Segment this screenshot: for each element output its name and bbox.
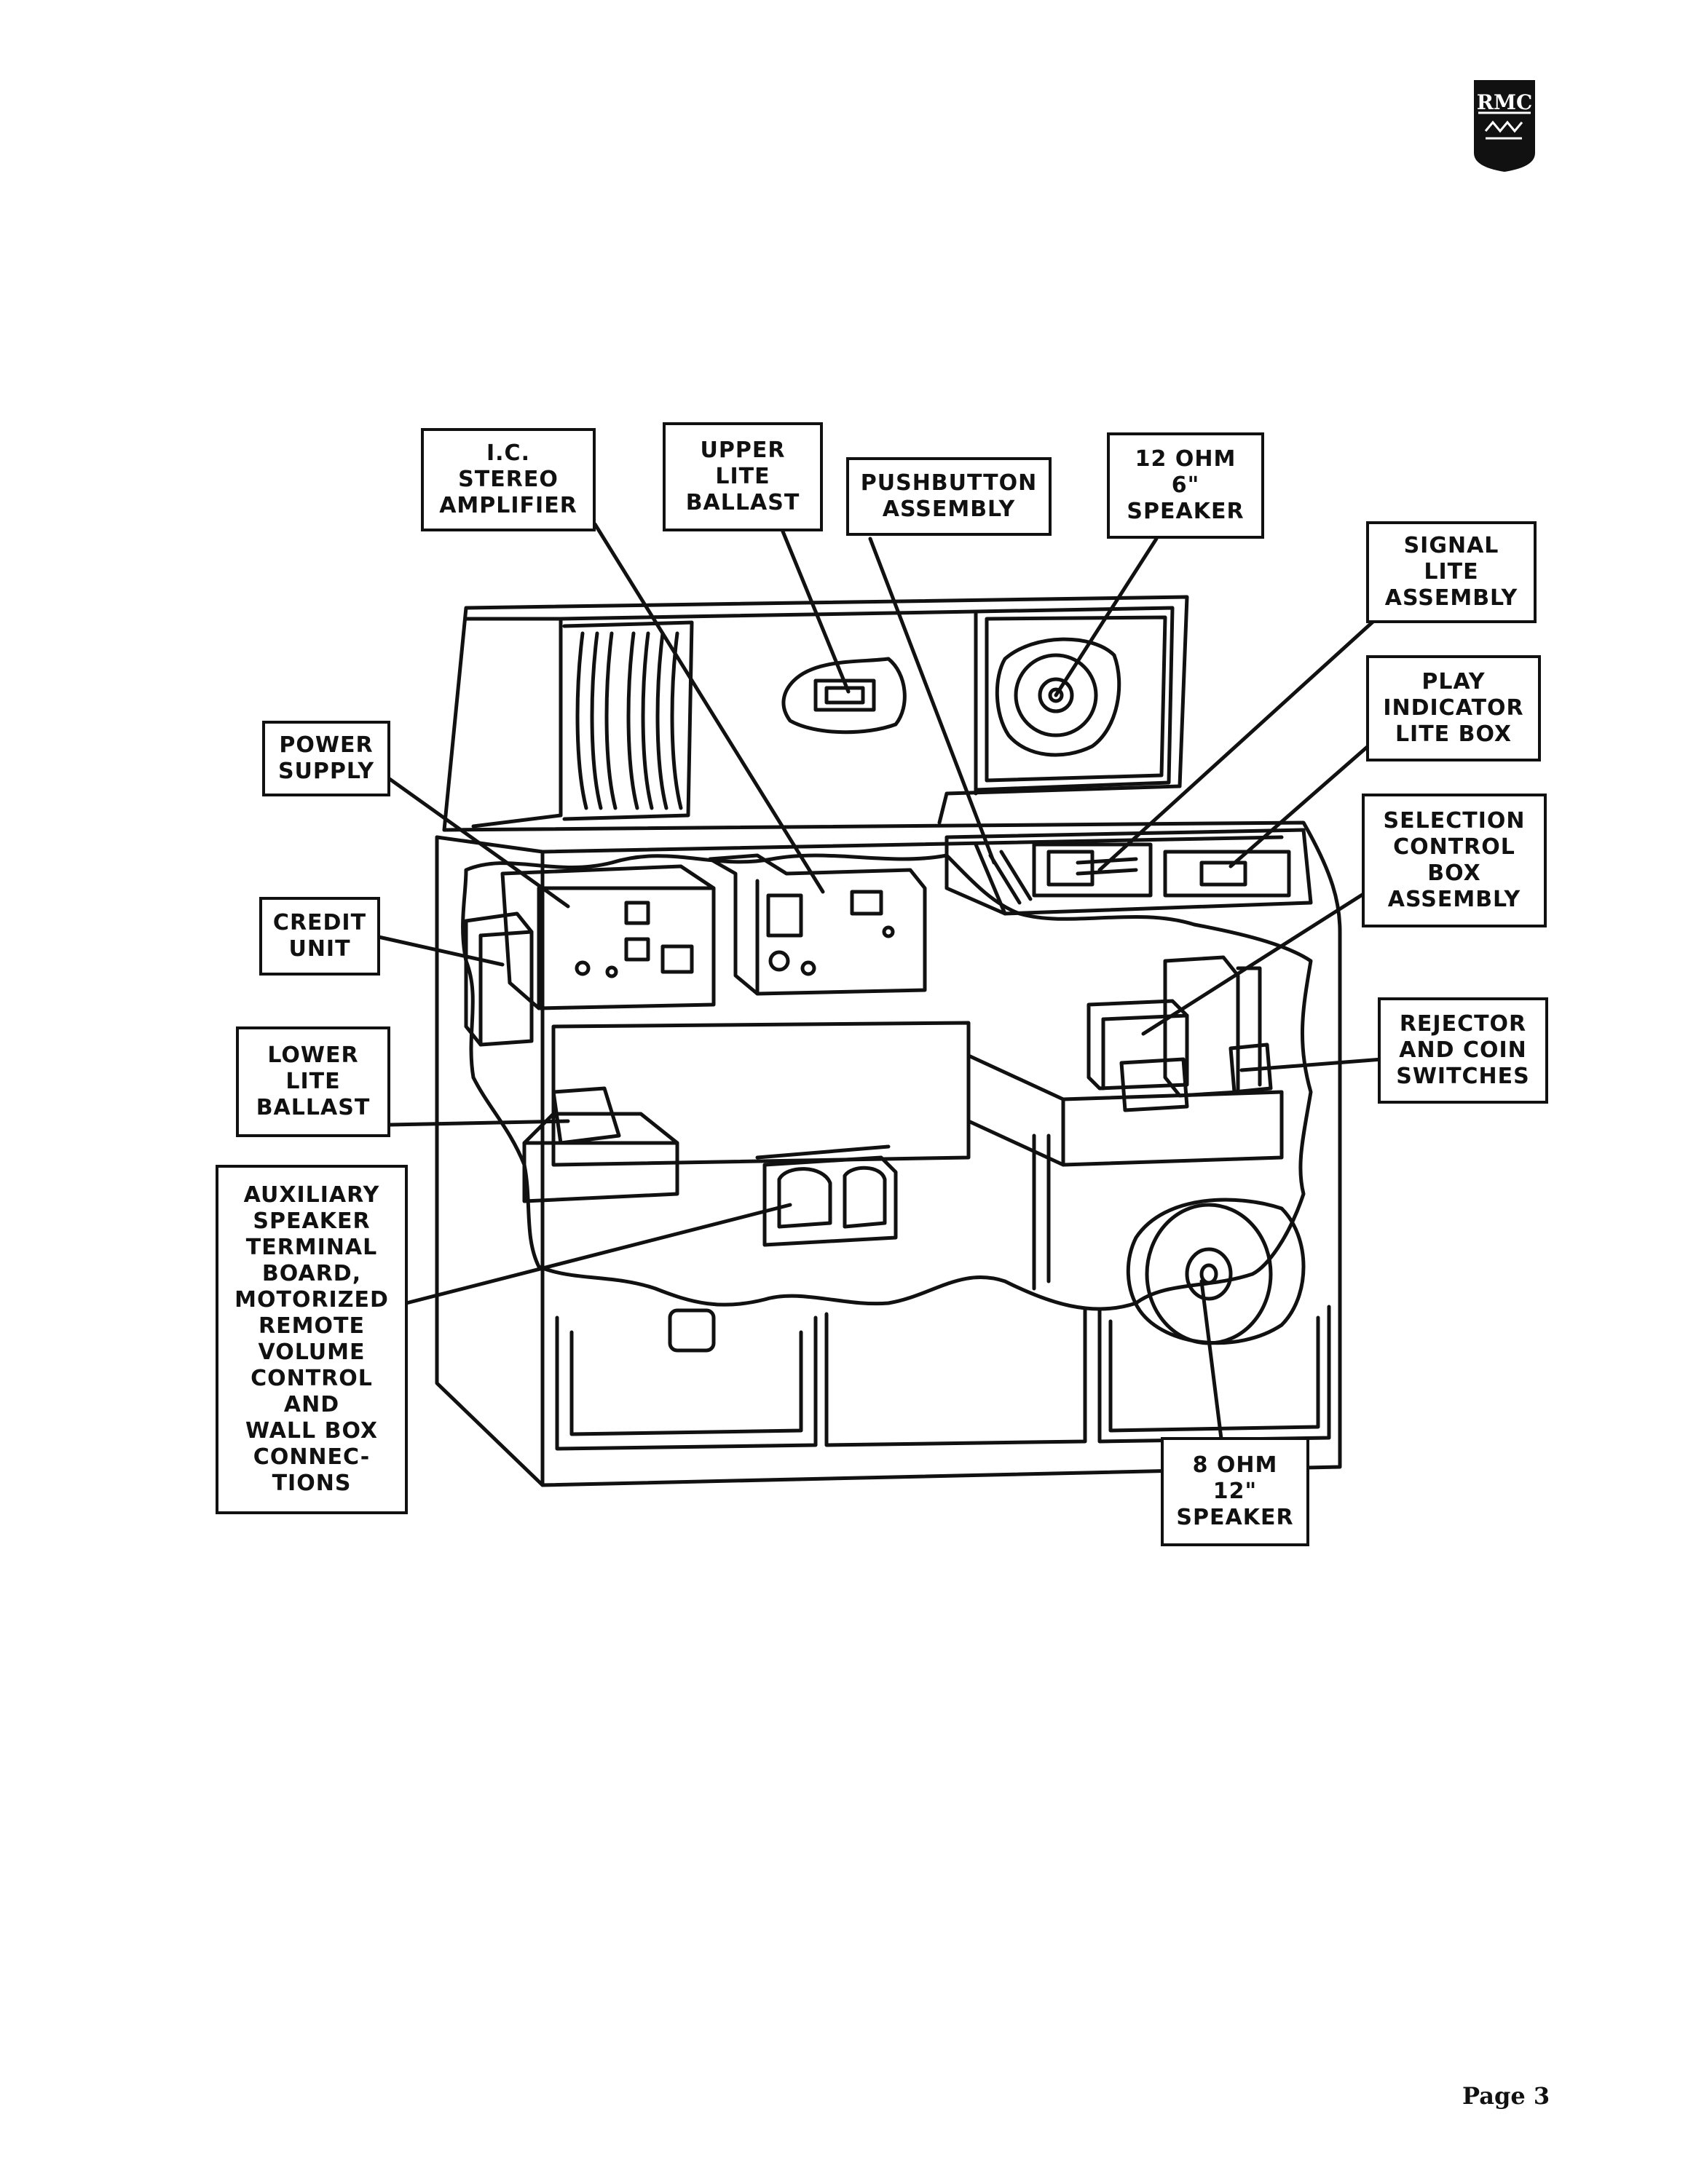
- label-line: POWER: [279, 732, 374, 758]
- label-signal-lite-assembly: SIGNAL LITE ASSEMBLY: [1366, 521, 1537, 623]
- label-line: CONTROL: [251, 1366, 373, 1391]
- leader-auxiliary: [404, 1203, 792, 1305]
- rmc-crown-shield-icon: RMC: [1474, 80, 1535, 172]
- leader-signal-lite: [1097, 615, 1380, 872]
- label-line: CREDIT: [272, 910, 367, 935]
- label-line: SPEAKER: [1176, 1505, 1294, 1530]
- label-line: SIGNAL: [1403, 533, 1499, 558]
- label-line: AUXILIARY: [243, 1182, 380, 1208]
- leader-ic-amp: [593, 522, 825, 894]
- label-ic-stereo-amplifier: I.C. STEREO AMPLIFIER: [421, 428, 596, 531]
- label-line: REJECTOR: [1399, 1011, 1527, 1037]
- label-line: BOX: [1427, 860, 1481, 886]
- label-line: BOARD,: [261, 1261, 362, 1286]
- label-line: ASSEMBLY: [1387, 887, 1521, 912]
- leader-rejector: [1239, 1057, 1384, 1072]
- label-line: SELECTION: [1383, 808, 1526, 834]
- leader-selection-control: [1141, 890, 1369, 1036]
- jukebox-cabinet: [435, 820, 1342, 1487]
- label-line: MOTORIZED: [234, 1287, 389, 1313]
- label-line: 8 OHM: [1192, 1452, 1278, 1478]
- label-line: LITE: [1424, 559, 1479, 585]
- leader-lower-ballast: [387, 1119, 570, 1127]
- label-line: 12 OHM: [1135, 446, 1237, 472]
- label-play-indicator-lite-box: PLAY INDICATOR LITE BOX: [1366, 655, 1541, 761]
- label-line: SPEAKER: [1127, 499, 1245, 524]
- leader-pushbutton: [868, 537, 996, 865]
- label-line: VOLUME: [258, 1340, 366, 1365]
- label-line: SPEAKER: [253, 1208, 371, 1234]
- label-line: 12": [1212, 1479, 1258, 1504]
- label-line: ASSEMBLY: [882, 496, 1016, 522]
- label-line: INDICATOR: [1383, 695, 1524, 721]
- label-line: LITE: [715, 464, 770, 489]
- label-line: TERMINAL: [245, 1235, 378, 1260]
- label-line: SUPPLY: [277, 759, 375, 784]
- label-upper-lite-ballast: UPPER LITE BALLAST: [663, 422, 823, 531]
- label-line: PLAY: [1421, 669, 1486, 695]
- label-line: LOWER: [267, 1042, 359, 1068]
- label-line: STEREO: [458, 467, 559, 492]
- label-line: CONNEC-: [253, 1444, 371, 1470]
- label-line: BALLAST: [685, 490, 800, 515]
- label-8-ohm-12-speaker: 8 OHM 12" SPEAKER: [1161, 1437, 1309, 1546]
- leader-play-indicator: [1228, 742, 1373, 869]
- internal-components: [464, 828, 1313, 1345]
- label-line: SWITCHES: [1396, 1064, 1530, 1089]
- leader-power-supply: [387, 777, 570, 909]
- label-line: AMPLIFIER: [439, 493, 577, 518]
- label-line: LITE BOX: [1395, 721, 1513, 747]
- leader-upper-ballast: [781, 529, 851, 694]
- jukebox-lid: [442, 595, 1189, 832]
- label-line: REMOTE: [259, 1313, 365, 1339]
- label-line: WALL BOX: [245, 1418, 379, 1444]
- label-rejector-and-coin-switches: REJECTOR AND COIN SWITCHES: [1378, 997, 1548, 1104]
- label-line: I.C.: [486, 440, 530, 466]
- label-line: TIONS: [272, 1471, 352, 1496]
- label-lower-lite-ballast: LOWER LITE BALLAST: [236, 1026, 390, 1137]
- label-line: PUSHBUTTON: [860, 470, 1038, 496]
- label-line: 6": [1171, 472, 1200, 498]
- label-12-ohm-6-speaker: 12 OHM 6" SPEAKER: [1107, 432, 1264, 539]
- label-line: CONTROL: [1393, 834, 1515, 860]
- label-line: UPPER: [700, 438, 786, 463]
- leader-speaker12: [1199, 1279, 1226, 1458]
- label-line: ASSEMBLY: [1384, 585, 1518, 611]
- label-line: BALLAST: [256, 1095, 371, 1120]
- label-line: LITE: [285, 1069, 341, 1094]
- leader-credit-unit: [376, 935, 505, 967]
- label-line: AND COIN: [1399, 1037, 1527, 1063]
- leader-speaker6: [1054, 537, 1159, 697]
- leader-lines: [376, 522, 1384, 1458]
- page-number: Page 3: [1462, 2082, 1550, 2110]
- logo-text: RMC: [1477, 90, 1533, 114]
- label-line: UNIT: [288, 936, 351, 962]
- label-pushbutton-assembly: PUSHBUTTON ASSEMBLY: [846, 457, 1052, 536]
- label-selection-control-box-assembly: SELECTION CONTROL BOX ASSEMBLY: [1362, 794, 1547, 927]
- label-line: AND: [283, 1392, 340, 1417]
- label-power-supply: POWER SUPPLY: [262, 721, 390, 796]
- label-credit-unit: CREDIT UNIT: [259, 897, 380, 976]
- label-auxiliary-speaker-terminal-board: AUXILIARY SPEAKER TERMINAL BOARD, MOTORI…: [216, 1165, 408, 1514]
